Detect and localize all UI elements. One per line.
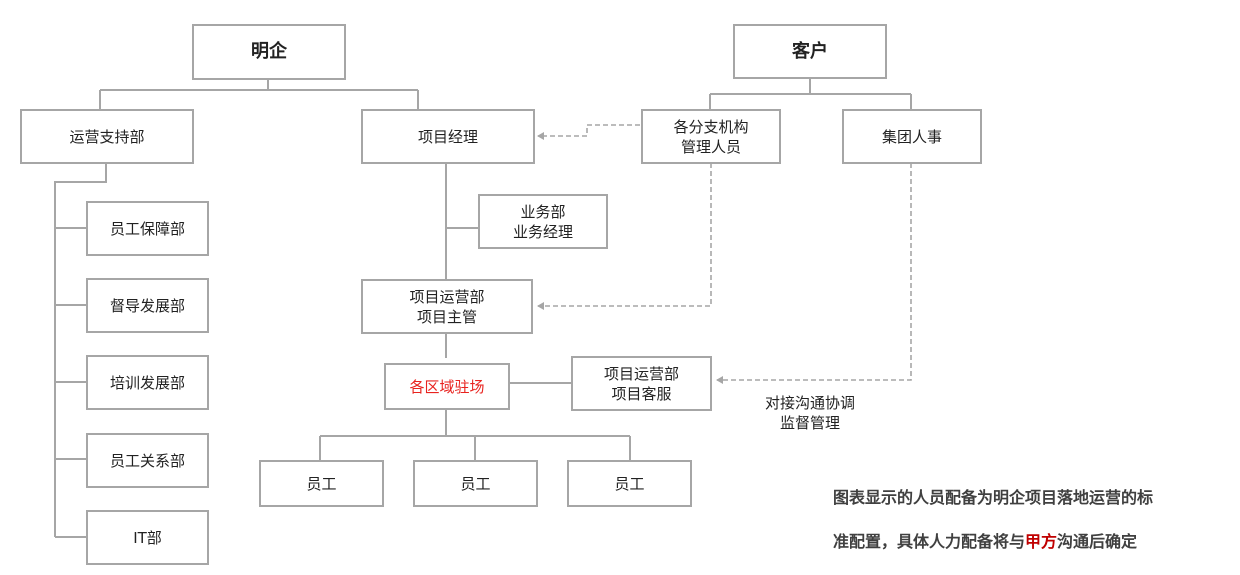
line-onsite-employees <box>319 410 631 460</box>
footer-note-line1: 图表显示的人员配备为明企项目落地运营的标 <box>833 484 1153 508</box>
node-branch-managers: 各分支机构 管理人员 <box>641 109 781 164</box>
node-sales-manager-line1: 业务部 <box>520 202 566 221</box>
dept-label: 督导发展部 <box>109 296 185 315</box>
node-dept-employee-relations: 员工关系部 <box>86 433 209 488</box>
node-project-manager-label: 项目经理 <box>417 127 478 146</box>
footer-line2-suffix: 沟通后确定 <box>1057 532 1138 551</box>
footer-line1-text: 图表显示的人员配备为明企项目落地运营的标 <box>833 488 1154 507</box>
employee-label: 员工 <box>460 474 491 493</box>
node-branch-managers-line1: 各分支机构 <box>673 117 749 136</box>
node-dept-supervision: 督导发展部 <box>86 278 209 333</box>
line-mingqi-children <box>99 79 419 109</box>
employee-label: 员工 <box>306 474 337 493</box>
node-customer-service-line1: 项目运营部 <box>603 364 679 383</box>
node-kehu-label: 客户 <box>792 40 828 62</box>
annotation-line1: 对接沟通协调 <box>764 394 855 412</box>
node-dept-training: 培训发展部 <box>86 355 209 410</box>
dept-label: 员工保障部 <box>109 219 185 238</box>
node-project-supervisor: 项目运营部 项目主管 <box>361 279 533 334</box>
node-operations-support: 运营支持部 <box>20 109 194 164</box>
line-dept-branches <box>55 227 86 538</box>
node-employee: 员工 <box>567 460 692 507</box>
node-customer-service: 项目运营部 项目客服 <box>571 356 712 411</box>
dashed-branch-to-pm <box>537 124 640 140</box>
node-mingqi: 明企 <box>192 24 346 80</box>
employee-label: 员工 <box>614 474 645 493</box>
node-employee: 员工 <box>259 460 384 507</box>
node-onsite-regions: 各区域驻场 <box>384 363 510 410</box>
node-mingqi-label: 明企 <box>251 41 287 62</box>
dashed-branch-to-supervisor <box>537 163 712 310</box>
node-group-hr: 集团人事 <box>842 109 982 164</box>
footer-line2-highlight: 甲方 <box>1025 532 1058 551</box>
annotation-line2: 监督管理 <box>779 414 840 432</box>
footer-line2-prefix: 准配置，具体人力配备将与 <box>833 532 1026 551</box>
line-support-spine <box>54 163 107 537</box>
dashed-hr-to-cs <box>716 163 912 384</box>
node-dept-it: IT部 <box>86 510 209 565</box>
node-branch-managers-line2: 管理人员 <box>680 137 741 156</box>
dept-label: 培训发展部 <box>109 373 185 392</box>
dept-label: 员工关系部 <box>109 451 185 470</box>
dept-label: IT部 <box>133 528 162 547</box>
node-sales-manager: 业务部 业务经理 <box>478 194 608 249</box>
node-project-manager: 项目经理 <box>361 109 535 164</box>
node-onsite-regions-label: 各区域驻场 <box>409 377 485 396</box>
line-kehu-children <box>709 78 912 109</box>
footer-note-line2: 准配置，具体人力配备将与甲方沟通后确定 <box>833 528 1137 552</box>
node-dept-staff-support: 员工保障部 <box>86 201 209 256</box>
node-group-hr-label: 集团人事 <box>881 127 942 146</box>
annotation-coordination: 对接沟通协调 监督管理 <box>752 393 868 433</box>
node-employee: 员工 <box>413 460 538 507</box>
node-sales-manager-line2: 业务经理 <box>512 222 573 241</box>
node-project-supervisor-line1: 项目运营部 <box>409 287 485 306</box>
node-customer-service-line2: 项目客服 <box>611 384 672 403</box>
node-operations-support-label: 运营支持部 <box>69 127 145 146</box>
node-kehu: 客户 <box>733 24 887 79</box>
node-project-supervisor-line2: 项目主管 <box>416 307 477 326</box>
